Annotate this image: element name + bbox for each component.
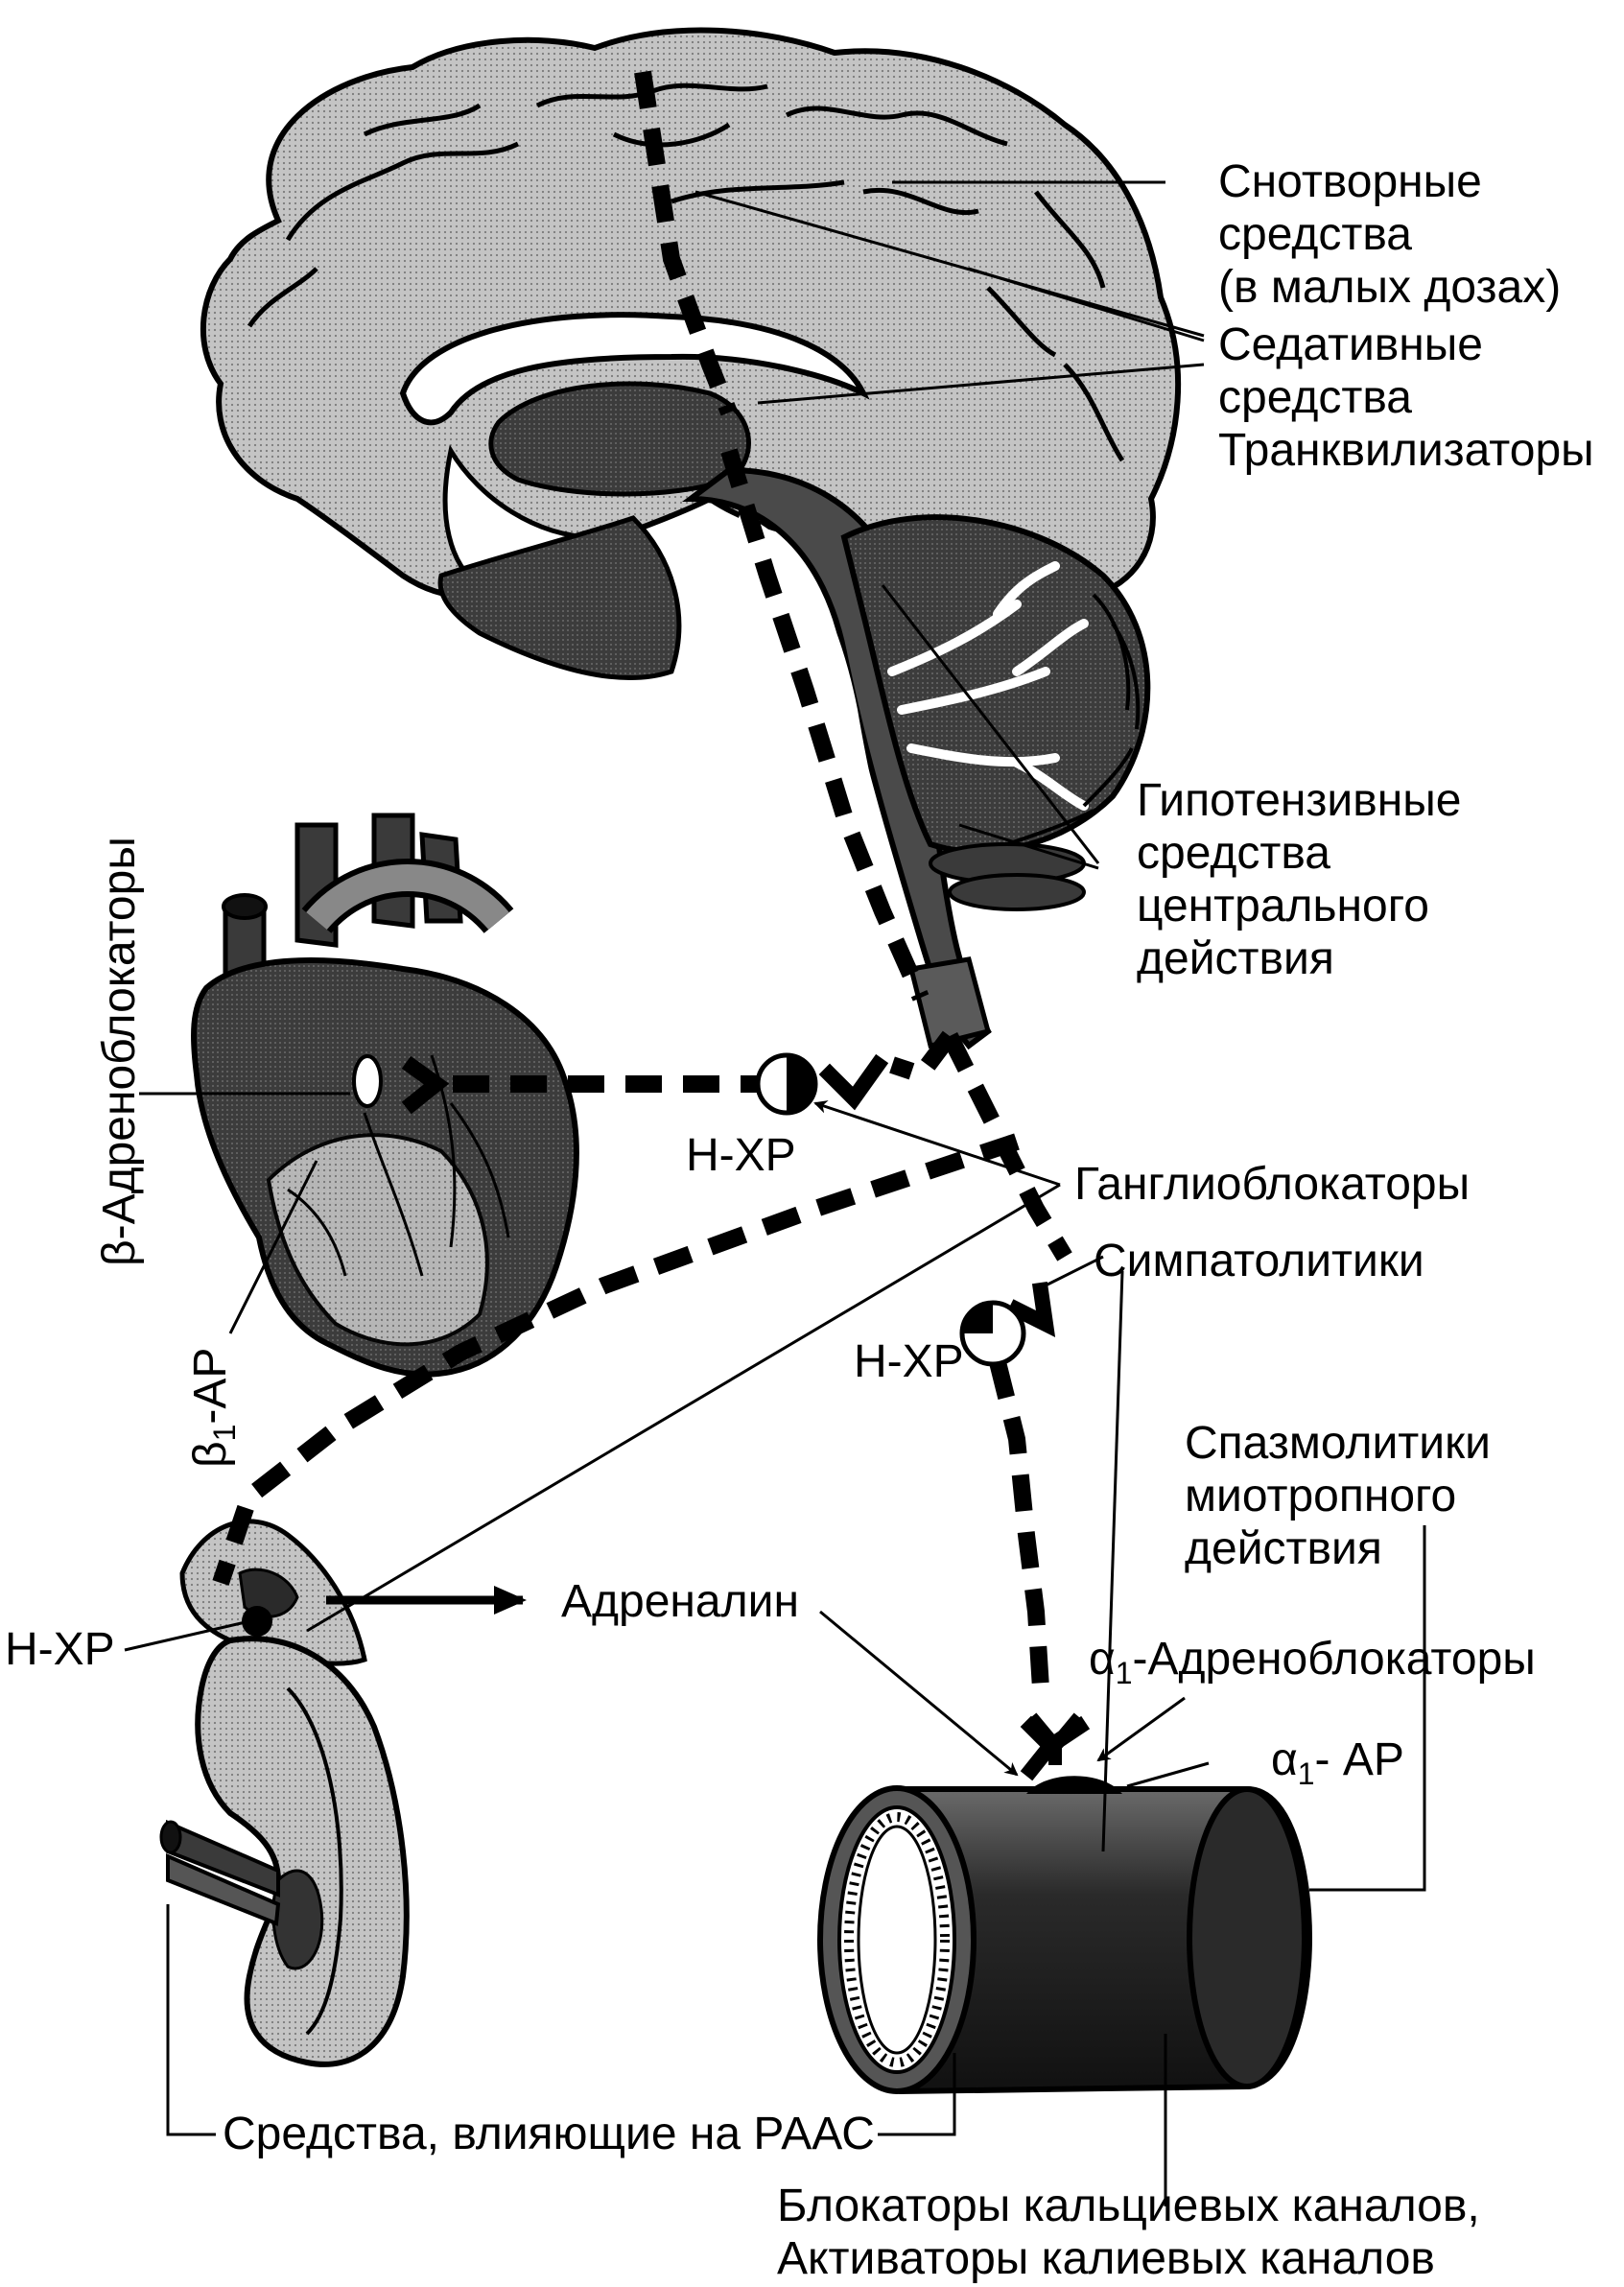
svg-text:средства: средства bbox=[1218, 209, 1412, 260]
receptor-y-vessel bbox=[1025, 1712, 1085, 1765]
svg-text:Снотворные: Снотворные bbox=[1218, 156, 1482, 207]
svg-text:Активаторы калиевых каналов: Активаторы калиевых каналов bbox=[777, 2233, 1435, 2284]
svg-text:Спазмолитики: Спазмолитики bbox=[1185, 1418, 1491, 1469]
heart-icon bbox=[191, 813, 579, 1378]
central-antihypertensives-label: Гипотензивные средства центрального дейс… bbox=[1137, 775, 1461, 984]
sedatives-label: Седативные средства bbox=[1218, 319, 1483, 423]
beta1-receptor-label: β1-АР bbox=[185, 1348, 242, 1468]
svg-text:центрального: центрального bbox=[1137, 881, 1429, 931]
leader-lines bbox=[124, 180, 1426, 2206]
svg-text:миотропного: миотропного bbox=[1185, 1471, 1456, 1521]
kidney-icon bbox=[159, 1519, 410, 2067]
svg-text:средства: средства bbox=[1218, 372, 1412, 423]
svg-text:Блокаторы кальциевых каналов,: Блокаторы кальциевых каналов, bbox=[777, 2181, 1480, 2231]
svg-text:Седативные: Седативные bbox=[1218, 319, 1483, 370]
alpha1-receptor-label: α1- АР bbox=[1271, 1734, 1404, 1791]
svg-text:Гипотензивные: Гипотензивные bbox=[1137, 775, 1461, 826]
adrenaline-label: Адреналин bbox=[561, 1576, 799, 1627]
nchr-adrenal-label: Н-ХР bbox=[5, 1624, 115, 1675]
svg-text:(в малых дозах): (в малых дозах) bbox=[1218, 262, 1561, 313]
hypnotics-label: Снотворные средства (в малых дозах) bbox=[1218, 156, 1561, 313]
myotropic-spasmolytics-label: Спазмолитики миотропного действия bbox=[1185, 1418, 1491, 1574]
nchr-heart-label: Н-ХР bbox=[686, 1130, 796, 1181]
alpha1-blockers-label: α1-Адреноблокаторы bbox=[1089, 1634, 1536, 1690]
sympatholytics-label: Симпатолитики bbox=[1094, 1236, 1424, 1286]
raas-agents-label: Средства, влияющие на РААС bbox=[223, 2109, 875, 2159]
ganglioblockers-label: Ганглиоблокаторы bbox=[1074, 1159, 1470, 1210]
svg-text:средства: средства bbox=[1137, 828, 1330, 879]
vessel-icon bbox=[817, 1776, 1313, 2095]
nchr-sympathetic-label: Н-ХР bbox=[854, 1336, 964, 1387]
svg-text:действия: действия bbox=[1137, 933, 1334, 984]
beta-blockers-label: β-Адреноблокаторы bbox=[94, 837, 145, 1266]
channel-agents-label: Блокаторы кальциевых каналов, Активаторы… bbox=[777, 2181, 1480, 2284]
synapse-icon bbox=[755, 1052, 1026, 1367]
tranquilizers-label: Транквилизаторы bbox=[1218, 425, 1594, 476]
svg-text:действия: действия bbox=[1185, 1523, 1382, 1574]
